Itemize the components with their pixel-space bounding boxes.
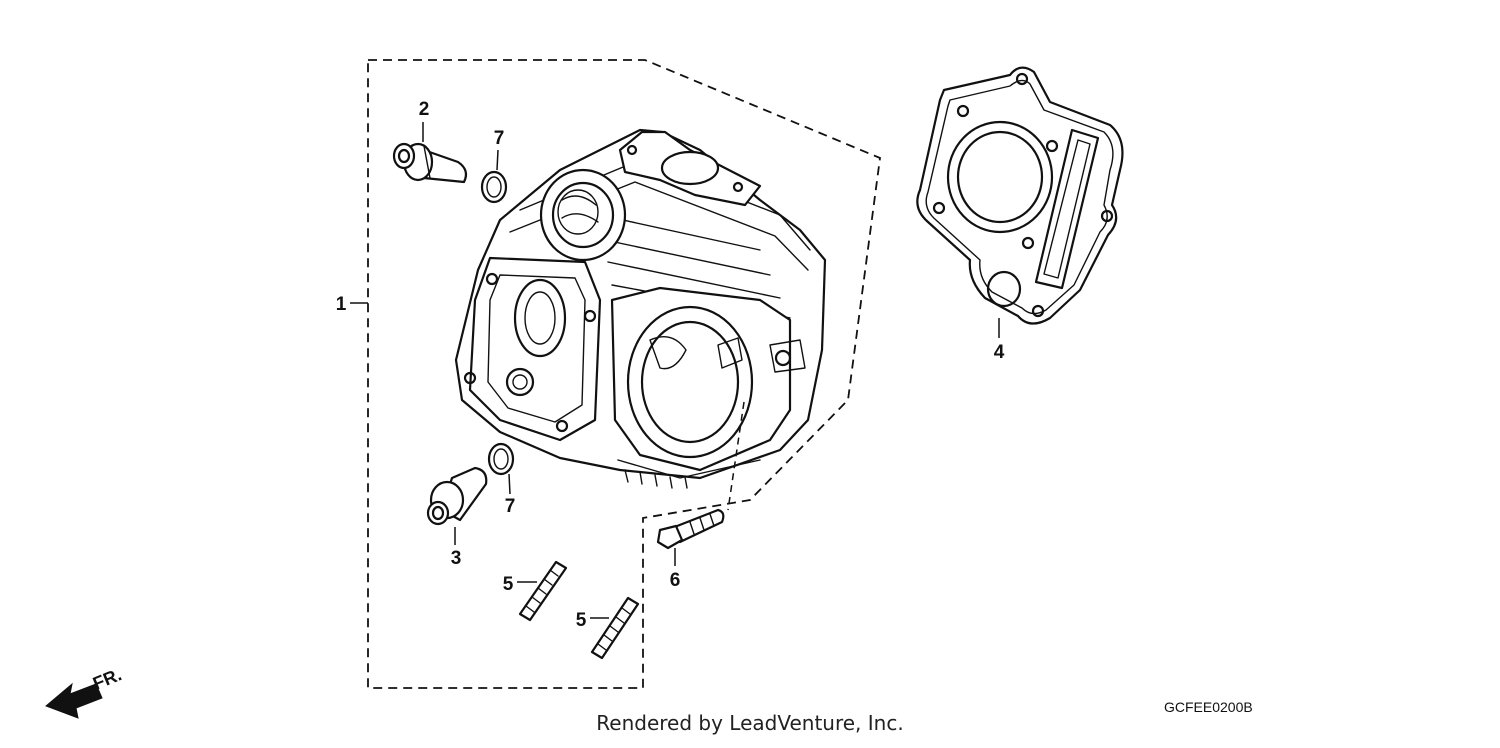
part-5-stud-a: [518, 560, 568, 622]
part-4-gasket: [916, 66, 1124, 325]
front-direction-indicator: FR.: [45, 664, 124, 719]
part-5-stud-b: [590, 596, 640, 660]
callout-7a-leader: [496, 149, 499, 171]
callout-4: 4: [994, 342, 1005, 363]
part-2-valve-cap: [392, 142, 468, 184]
front-label: FR.: [90, 664, 124, 693]
part-7-o-ring-upper: [480, 170, 508, 204]
callout-6-dash-link: [727, 401, 745, 511]
callout-7b: 7: [505, 496, 516, 517]
part-7-o-ring-lower: [487, 442, 515, 476]
callout-7a: 7: [494, 128, 505, 149]
credit-text: Rendered by LeadVenture, Inc.: [596, 711, 903, 735]
diagram-code: GCFEE0200B: [1164, 699, 1253, 715]
callout-2: 2: [419, 99, 430, 120]
callout-3: 3: [451, 548, 462, 569]
part-6-bolt: [656, 508, 725, 550]
callout-5b: 5: [576, 610, 587, 631]
callout-5a: 5: [503, 574, 514, 595]
callout-1: 1: [336, 294, 347, 315]
part-3-valve-cap: [426, 466, 488, 526]
callout-6: 6: [670, 570, 681, 591]
front-arrow-icon: [45, 682, 103, 719]
assembly-boundary: [367, 59, 881, 689]
cylinder-head: [454, 128, 827, 489]
callout-7b-leader: [508, 473, 511, 495]
